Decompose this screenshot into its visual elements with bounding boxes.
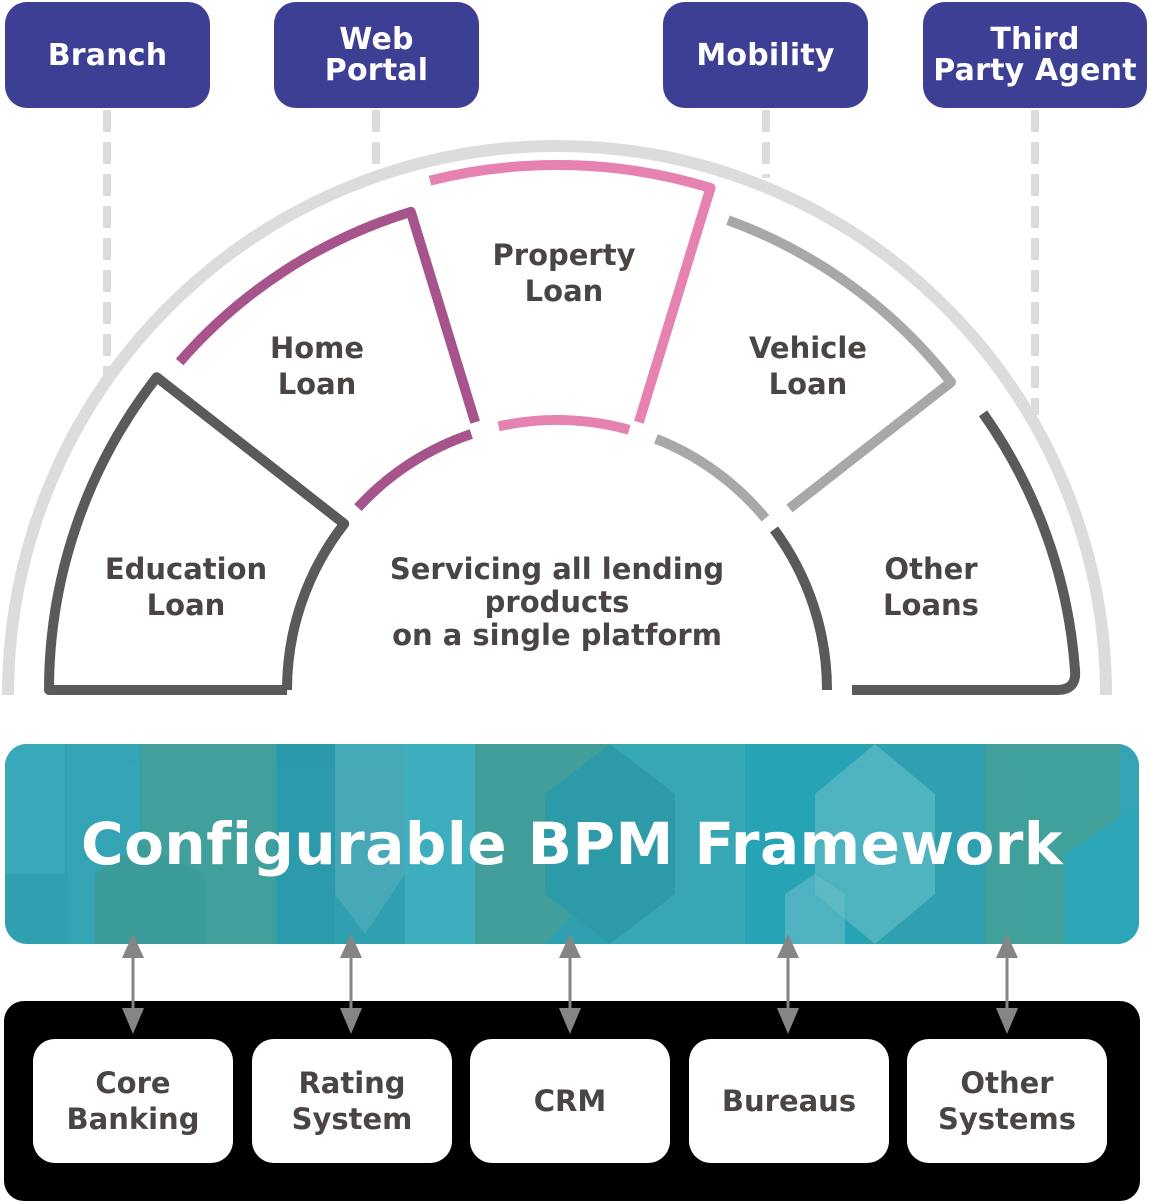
bpm-framework-band: Configurable BPM Framework: [5, 744, 1139, 944]
system-rating-system: Rating System: [252, 1039, 452, 1163]
segment-home-loan: [175, 206, 480, 424]
hexagon-pattern: [5, 744, 1139, 944]
system-label: Other Systems: [937, 1066, 1077, 1136]
channel-label: Third Party Agent: [933, 22, 1137, 88]
channel-third-party-agent: Third Party Agent: [923, 2, 1147, 108]
segment-property-loan: [428, 160, 716, 424]
segment-home-loan-inner: [354, 429, 473, 511]
system-label: CRM: [533, 1084, 607, 1118]
segment-label-property-loan: Property Loan: [492, 238, 636, 308]
segment-property-loan-inner: [497, 415, 631, 435]
system-label: Rating System: [291, 1066, 413, 1136]
system-crm: CRM: [470, 1039, 670, 1163]
system-other-systems: Other Systems: [907, 1039, 1107, 1163]
center-tagline: Servicing all lending products on a sing…: [389, 552, 725, 652]
channel-label: Mobility: [696, 37, 835, 73]
bpm-framework-title: Configurable BPM Framework: [81, 810, 1063, 878]
channel-web-portal: Web Portal: [274, 2, 479, 108]
segment-vehicle-loan: [726, 215, 957, 513]
system-bureaus: Bureaus: [689, 1039, 889, 1163]
system-label: Core Banking: [66, 1066, 200, 1136]
segment-label-home-loan: Home Loan: [269, 331, 365, 401]
segment-education-loan: [44, 372, 350, 695]
channel-branch: Branch: [5, 2, 210, 108]
outer-arc: [2, 140, 1112, 696]
segment-label-education-loan: Education Loan: [104, 552, 268, 622]
system-core-banking: Core Banking: [33, 1039, 233, 1163]
channel-label: Branch: [47, 37, 168, 73]
segment-other-loans-inner: [770, 526, 832, 691]
system-label: Bureaus: [721, 1084, 857, 1118]
segment-other-loans: [852, 410, 1081, 695]
segment-label-other-loans: Other Loans: [883, 552, 979, 622]
channel-label: Web Portal: [324, 22, 429, 88]
segment-label-vehicle-loan: Vehicle Loan: [749, 331, 867, 401]
loan-products-arc-diagram: [2, 110, 1112, 696]
channel-mobility: Mobility: [663, 2, 868, 108]
segment-vehicle-loan-inner: [654, 434, 770, 522]
